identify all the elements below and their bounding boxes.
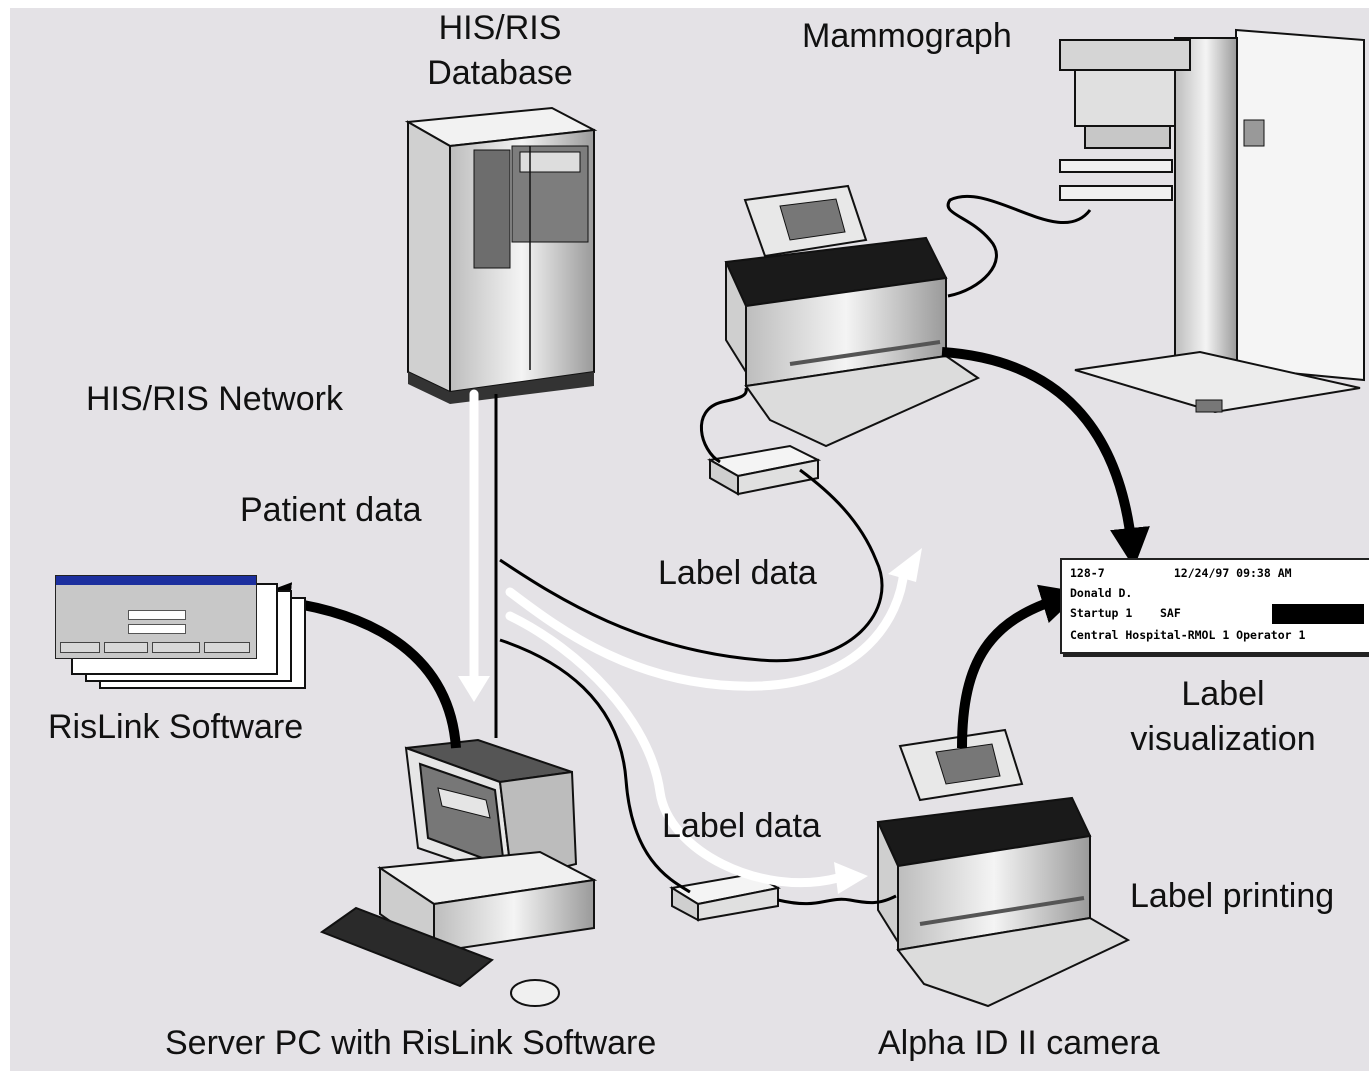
server-pc-label: Server PC with RisLink Software xyxy=(165,1024,657,1062)
label-flow-arrows xyxy=(250,347,1150,749)
server-pc-icon xyxy=(319,738,598,1007)
rislink-button-1 xyxy=(60,642,100,653)
data-flow-arrows xyxy=(458,389,922,894)
label-data-lower-label: Label data xyxy=(662,807,821,845)
label-black-bar xyxy=(1272,604,1364,624)
rislink-button-4 xyxy=(204,642,250,653)
label-data-upper-label: Label data xyxy=(658,554,817,592)
label-line-2: Donald D. xyxy=(1070,586,1133,600)
patient-data-label: Patient data xyxy=(240,491,422,529)
his-ris-database-label: HIS/RIS Database xyxy=(427,9,573,92)
label-line-4: Central Hospital-RMOL 1 Operator 1 xyxy=(1070,628,1306,642)
mammograph-icon xyxy=(1059,28,1365,414)
rislink-software-window xyxy=(55,575,257,659)
rislink-button-3 xyxy=(152,642,200,653)
rislink-button-2 xyxy=(104,642,148,653)
label-line-1: 128-7 12/24/97 09:38 AM xyxy=(1070,566,1292,580)
his-ris-database-server-icon xyxy=(404,106,598,404)
network-hub-upper-icon xyxy=(707,444,822,496)
label-visualization-card: 128-7 12/24/97 09:38 AM Donald D. Startu… xyxy=(1060,558,1369,654)
label-visualization-label: Label visualization xyxy=(1130,675,1316,758)
network-cables xyxy=(494,194,1092,906)
his-ris-network-label: HIS/RIS Network xyxy=(86,380,343,418)
alpha-camera-lower-icon xyxy=(876,728,1131,1008)
alpha-camera-upper-icon xyxy=(724,184,981,448)
alpha-camera-label: Alpha ID II camera xyxy=(878,1024,1160,1062)
label-line-3: Startup 1 SAF xyxy=(1070,606,1181,620)
rislink-field-1 xyxy=(128,610,186,620)
mammograph-label: Mammograph xyxy=(802,17,1012,55)
rislink-window-titlebar xyxy=(56,576,256,585)
rislink-software-label: RisLink Software xyxy=(48,708,304,746)
network-hub-lower-icon xyxy=(669,872,781,922)
label-printing-label: Label printing xyxy=(1130,877,1335,915)
rislink-field-2 xyxy=(128,624,186,634)
